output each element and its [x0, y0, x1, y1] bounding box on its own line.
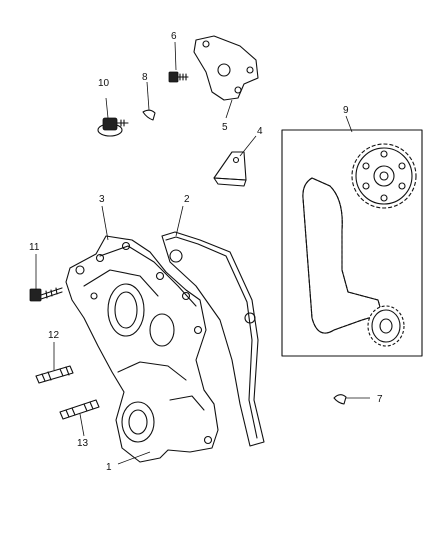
- callout-11: 11: [29, 242, 40, 253]
- leader-lines: [35, 41, 370, 465]
- part-13-stud: [59, 399, 100, 420]
- part-5-bracket-plate: [193, 35, 259, 101]
- part-2-gasket: [161, 231, 265, 447]
- callout-3: 3: [99, 194, 105, 205]
- callout-2: 2: [184, 194, 190, 205]
- callout-5: 5: [222, 122, 228, 133]
- callout-4: 4: [257, 126, 263, 137]
- callout-12: 12: [48, 330, 60, 341]
- part-8-key: [142, 109, 156, 121]
- part-9-frame: [281, 129, 423, 357]
- part-11-bolt: [29, 287, 63, 302]
- callout-8: 8: [142, 72, 148, 83]
- callout-9: 9: [343, 105, 349, 116]
- callouts: 1 2 3 4 5 6 7 8 9 10 11 12 13: [29, 31, 383, 473]
- callout-7: 7: [377, 394, 383, 405]
- part-10-bolt-washer: [97, 117, 129, 137]
- part-6-bolt: [168, 71, 189, 83]
- callout-6: 6: [171, 31, 177, 42]
- callout-10: 10: [98, 78, 110, 89]
- part-9-timing-set: [281, 129, 423, 357]
- callout-13: 13: [77, 438, 89, 449]
- callout-1: 1: [106, 462, 112, 473]
- part-12-stud: [35, 365, 74, 384]
- part-7-key: [333, 394, 347, 405]
- part-4-bracket: [213, 151, 247, 187]
- part-1-3-timing-cover: [65, 235, 219, 463]
